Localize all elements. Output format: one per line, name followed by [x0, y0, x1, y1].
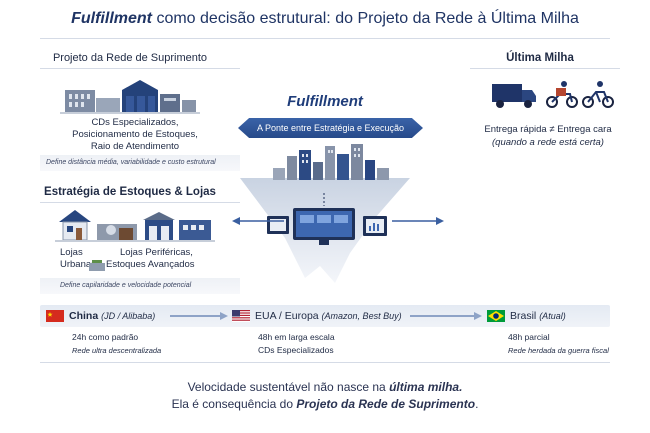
usa-flag-icon [232, 310, 250, 322]
brazil-flag-icon [487, 310, 505, 322]
title-divider [40, 38, 610, 39]
supply-network-note: Define distância média, variabilidade e … [46, 159, 216, 166]
last-mile-caption-line1: Entrega rápida ≠ Entrega cara [484, 124, 612, 135]
supply-network-heading: Projeto da Rede de Suprimento [52, 52, 208, 64]
supply-network-divider [40, 68, 240, 69]
footer-line-1: Velocidade sustentável não nasce na últi… [187, 380, 463, 394]
fulfillment-island-illustration [240, 144, 410, 283]
timeline-label-china: China (JD / Alibaba) [69, 310, 156, 322]
stores-caption-right: Lojas Periféricas, [120, 247, 193, 258]
page-title: Fulfillment como decisão estrutural: do … [71, 10, 579, 27]
left-connector-arrow [232, 217, 284, 225]
right-connector-arrow [392, 217, 444, 225]
timeline-label-usa-europe: EUA / Europa (Amazon, Best Buy) [255, 310, 402, 322]
caption-line: CDs Especializados, [91, 117, 179, 128]
stores-caption-line2: Estoques Avançados [106, 259, 195, 270]
last-mile-heading: Última Milha [506, 52, 574, 64]
stores-divider [40, 202, 240, 203]
last-mile-caption-line2: (quando a rede está certa) [492, 137, 604, 148]
timeline-arrow-1 [170, 312, 228, 320]
timeline-usa-details: 48h em larga escala CDs Especializados [258, 331, 335, 357]
timeline-label-brazil: Brasil (Atual) [510, 310, 566, 322]
bridge-banner: A Ponte entre Estratégia e Execução [238, 118, 423, 138]
supply-network-note-bar [40, 155, 240, 171]
footer-line-2: Ela é consequência do Projeto da Rede de… [171, 397, 479, 411]
last-mile-divider [470, 68, 620, 69]
stores-heading: Estratégia de Estoques & Lojas [44, 186, 216, 198]
stores-note-bar [40, 278, 240, 294]
caption-line: Posicionamento de Estoques, [72, 129, 198, 140]
distribution-centers-icon [60, 80, 200, 114]
caption-line: Raio de Atendimento [90, 141, 180, 152]
timeline-brazil-details: 48h parcial Rede herdada da guerra fisca… [508, 331, 609, 357]
timeline-detail-line: Rede ultra descentralizada [72, 346, 162, 355]
timeline-detail-line: 48h em larga escala [258, 332, 335, 342]
timeline-detail-line: 48h parcial [508, 332, 550, 342]
china-flag-icon [46, 310, 64, 322]
stores-note: Define capilaridade e velocidade potenci… [60, 282, 192, 289]
timeline-detail-line: Rede herdada da guerra fiscal [508, 346, 609, 355]
warehouse-small-icon [89, 260, 105, 271]
stores-buildings-icon [55, 210, 215, 242]
timeline-detail-line: CDs Especializados [258, 345, 334, 355]
timeline-china-details: 24h como padrão Rede ultra descentraliza… [72, 331, 161, 357]
fulfillment-title: Fulfillment [287, 93, 363, 110]
stores-caption-left: Lojas Urbanas: [60, 247, 99, 270]
timeline-arrow-2 [410, 312, 482, 320]
footer-divider [40, 362, 610, 363]
timeline-bar [40, 305, 610, 327]
timeline-detail-line: 24h como padrão [72, 332, 139, 342]
delivery-vehicles-icon [492, 81, 614, 108]
supply-network-caption: CDs Especializados, Posicionamento de Es… [60, 117, 210, 153]
